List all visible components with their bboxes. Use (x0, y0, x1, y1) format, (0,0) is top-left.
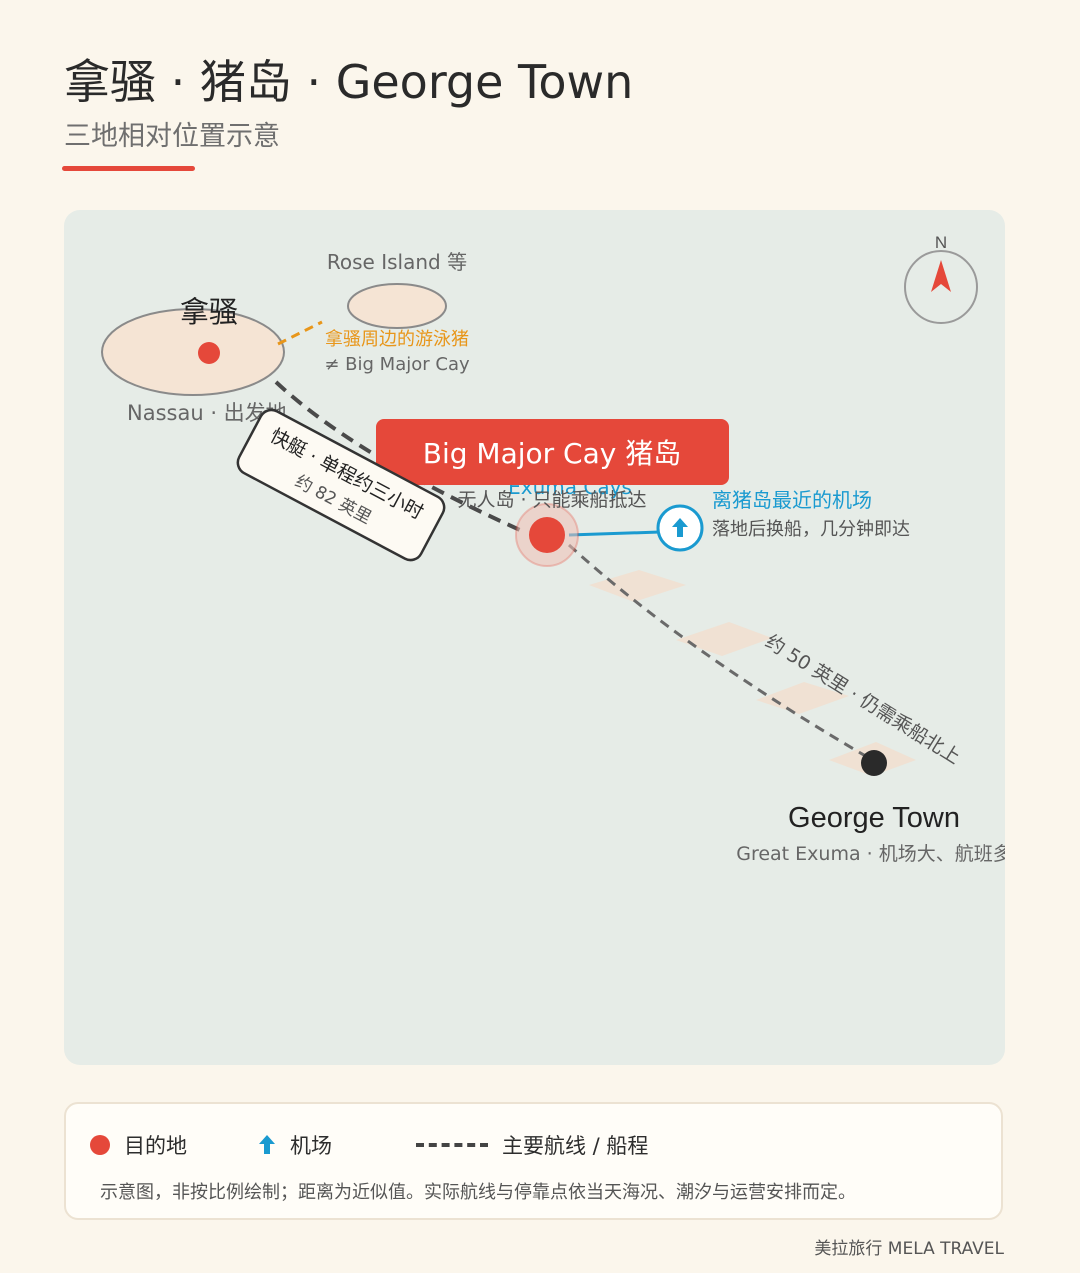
rose-island-note-1: 拿骚周边的游泳猪 (325, 328, 469, 350)
rose-island-link (277, 320, 323, 346)
page-title: 拿骚 · 猪岛 · George Town (64, 55, 634, 109)
legend-destination-label: 目的地 (124, 1134, 187, 1158)
legend-note: 示意图，非按比例绘制；距离为近似值。实际航线与停靠点依当天海况、潮汐与运营安排而… (100, 1182, 856, 1203)
bigmajor-destination-dot (529, 517, 565, 553)
exuma-island-1 (589, 570, 686, 602)
compass-ring (904, 250, 978, 324)
nassau-island (101, 308, 285, 396)
rose-island (347, 283, 447, 329)
airport-link (568, 530, 661, 537)
bigmajor-banner (376, 419, 729, 485)
legend-route: 主要航线 / 船程 (416, 1130, 648, 1160)
legend-airport-label: 机场 (290, 1134, 332, 1158)
georgetown-name: George Town (788, 802, 960, 834)
rose-island-name: Rose Island 等 (327, 250, 467, 274)
compass-north-arrow-icon (931, 260, 951, 292)
map-panel: N 拿骚 Nassau · 出发地 Rose Island 等 拿骚周边的游泳猪… (64, 210, 1005, 1065)
credit: 美拉旅行 MELA TRAVEL (814, 1239, 1004, 1259)
dashed-line-icon (416, 1143, 488, 1147)
exuma-island-2 (676, 622, 772, 656)
route-bigmajor-georgetown (567, 543, 870, 760)
legend-route-label: 主要航线 / 船程 (502, 1134, 649, 1158)
nassau-destination-dot (198, 342, 220, 364)
bigmajor-caption: 无人岛 · 只能乘船抵达 (457, 489, 646, 511)
destination-dot-icon (90, 1135, 110, 1155)
route-nassau-bigmajor (274, 380, 521, 532)
legend-destination: 目的地 (90, 1130, 187, 1160)
airport-title: 离猪岛最近的机场 (712, 488, 872, 512)
georgetown-dot (861, 750, 887, 776)
airport-caption: 落地后换船，几分钟即达 (712, 519, 910, 540)
compass-label: N (935, 233, 947, 252)
map-canvas: N 拿骚 Nassau · 出发地 Rose Island 等 拿骚周边的游泳猪… (101, 233, 1005, 865)
legend-airport: 机场 (258, 1130, 332, 1160)
nassau-name: 拿骚 (180, 295, 238, 329)
georgetown-caption: Great Exuma · 机场大、航班多 (736, 843, 1005, 865)
airplane-icon (259, 1135, 275, 1154)
legend: 目的地 机场 主要航线 / 船程 示意图，非按比例绘制；距离为近似值。实际航线与… (64, 1102, 1003, 1220)
airplane-icon (672, 518, 688, 537)
title-underline (62, 166, 195, 171)
bigmajor-banner-text: Big Major Cay 猪岛 (423, 437, 681, 470)
page-subtitle: 三地相对位置示意 (64, 121, 280, 152)
exuma-island-3 (756, 682, 849, 714)
rose-island-note-2: ≠ Big Major Cay (324, 354, 470, 375)
